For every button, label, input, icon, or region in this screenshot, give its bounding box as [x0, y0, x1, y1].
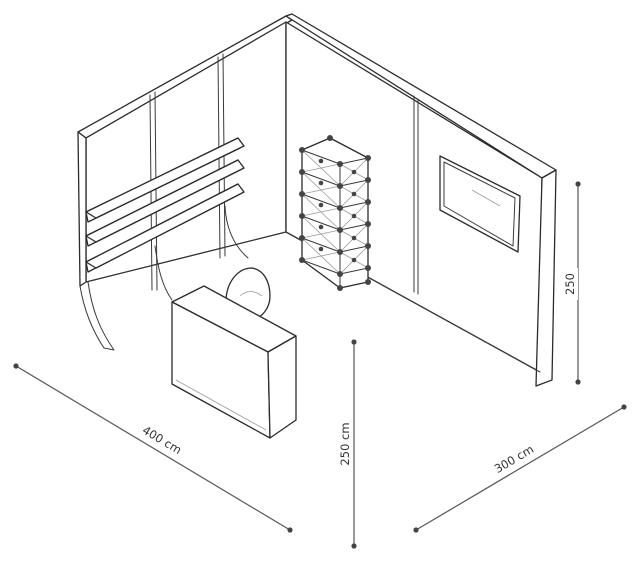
counter	[171, 285, 297, 439]
left-back-wall	[77, 15, 293, 291]
width-label: 400 cm	[140, 423, 184, 457]
cube-shelf	[299, 135, 371, 291]
dimension-depth: 300 cm	[413, 404, 627, 533]
dimension-height-front: 250 cm	[336, 339, 357, 549]
height-side-label: 250	[563, 273, 577, 295]
wall-shelves	[79, 137, 249, 351]
dimension-height-side: 250	[561, 181, 581, 385]
right-back-wall	[285, 13, 557, 387]
tv-screen	[439, 155, 521, 253]
height-front-label: 250 cm	[338, 422, 352, 465]
depth-label: 300 cm	[492, 442, 536, 476]
